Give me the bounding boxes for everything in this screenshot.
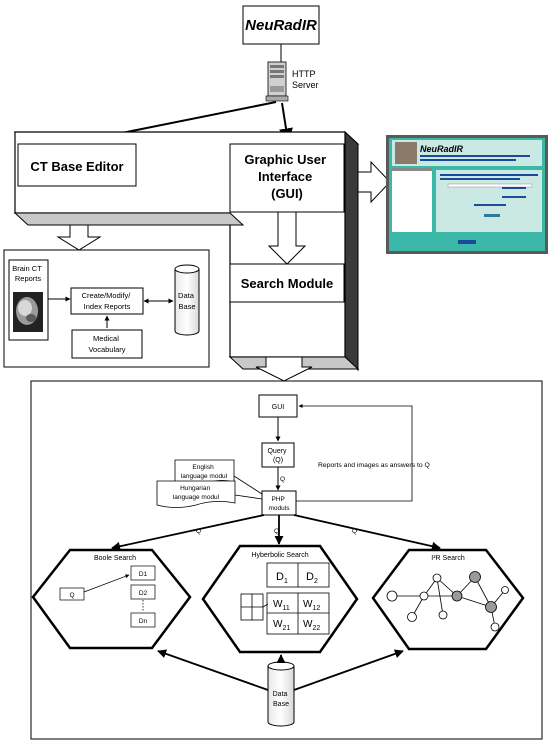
medical-vocabulary-label: Medical Vocabulary (88, 334, 125, 354)
brain-ct-label: Brain CT Reports (12, 264, 44, 283)
boole-dn-text: Dn (139, 618, 148, 625)
create-modify-box (70, 287, 144, 315)
brain-ct-image (13, 292, 43, 332)
english-modul-label: English language modul (181, 464, 228, 480)
boole-d2-box (130, 584, 156, 600)
ct-base-editor-box (17, 143, 137, 187)
block-down-arrow (255, 356, 313, 382)
query-label: Query (Q) (267, 448, 288, 464)
editor-database-icon (174, 264, 200, 336)
boole-title: Boole Search (94, 555, 136, 562)
boole-q-to-d1-arrow (83, 574, 130, 593)
hyperbolic-cell-w12: W12 (303, 599, 320, 612)
http-server-label: HTTP Server (292, 69, 319, 90)
hyperbolic-cell-w11: W11 (273, 599, 290, 612)
boole-q-label: Q (196, 528, 201, 535)
boole-d1-box (130, 565, 156, 581)
search-module-box (229, 263, 345, 303)
ir-q-label: Q (352, 528, 357, 535)
hungarian-modul-label: Hungarian language modul (173, 485, 220, 501)
search-module-label: Search Module (241, 276, 333, 291)
editor-database-label: Data Base (178, 291, 196, 311)
hungarian-modul-doc (156, 480, 236, 508)
feedback-label: Reports and images as answers to Q (318, 462, 430, 469)
server-icon (265, 61, 289, 102)
php-moduls-label: PHP moduls (269, 496, 291, 512)
php-to-ir-arrow (293, 514, 441, 551)
db-to-boole-arrow (157, 649, 269, 691)
search-database-label: Data Base (273, 691, 290, 708)
hyperbolic-cell-w22: W22 (303, 619, 320, 632)
gui-screenshot: NeuRadIR (386, 135, 548, 254)
ct-base-editor-label: CT Base Editor (30, 159, 123, 174)
ir-title: I²R Search (431, 555, 465, 562)
hyperbolic-cell-d1: D1 (276, 571, 288, 585)
search-gui-label: GUI (272, 404, 285, 411)
boole-d2-text: D2 (139, 590, 148, 597)
search-database-icon (267, 661, 295, 727)
hungarian-to-php-line (234, 494, 263, 500)
ir-hexagon (371, 548, 525, 651)
boole-q-text: Q (69, 592, 74, 599)
db-to-ir-arrow (293, 649, 404, 691)
boole-d1-text: D1 (139, 571, 148, 578)
php-to-boole-arrow (111, 514, 265, 551)
hyperbolic-cell-w21: W21 (273, 619, 290, 632)
feedback-arrow (296, 404, 413, 502)
medical-vocabulary-box (71, 329, 143, 359)
gui-to-screenshot-arrow (357, 160, 391, 204)
hyperbolic-q-label: Q (274, 528, 279, 535)
hyperbolic-title: Hyberbolic Search (251, 552, 308, 559)
query-box (261, 442, 295, 468)
create-modify-label: Create/Modify/ Index Reports (82, 291, 133, 311)
screenshot-title: NeuRadIR (420, 144, 464, 154)
ir-graph (386, 571, 509, 632)
boole-dn-box (130, 612, 156, 628)
editor-down-arrow (56, 224, 102, 251)
gui-to-search-arrow (267, 211, 307, 265)
query-q-label: Q (280, 476, 285, 483)
neuradir-title: NeuRadIR (245, 17, 317, 34)
neuradir-box (242, 5, 320, 45)
gui-label: Graphic User Interface (GUI) (244, 152, 329, 201)
gui-box (229, 143, 345, 213)
hyperbolic-cell-d2: D2 (306, 571, 318, 585)
boole-q-box (59, 587, 85, 601)
english-to-php-line (233, 475, 263, 495)
